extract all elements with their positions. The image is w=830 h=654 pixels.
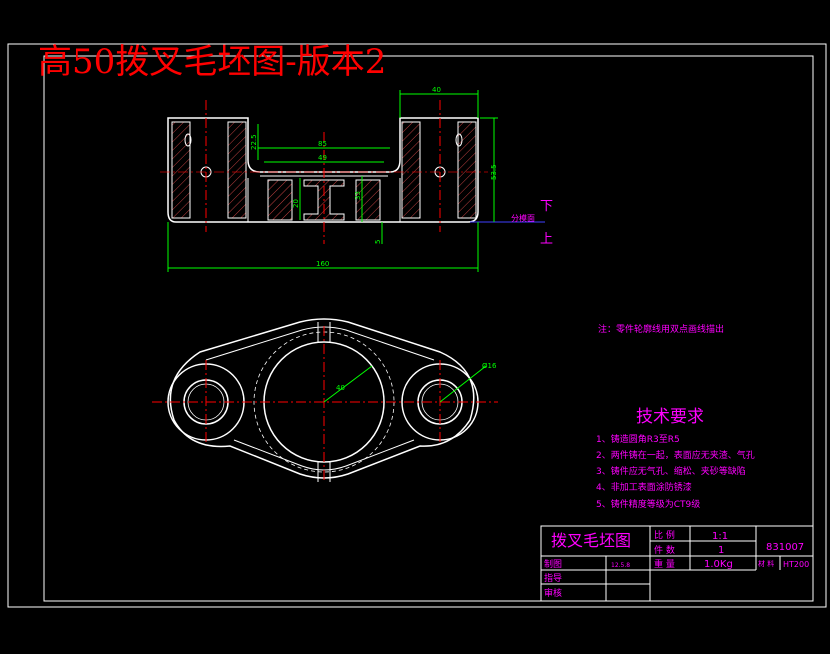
tb-qty-label: 件 数 xyxy=(654,544,675,556)
dim-radius-right: Ø16 xyxy=(482,362,497,370)
tb-guide-label: 指导 xyxy=(544,572,562,584)
dim-left-small: 22.5 xyxy=(250,134,258,150)
tech-item-2: 2、两件铸在一起，表面应无夹渣、气孔 xyxy=(596,449,755,461)
dim-overall-length: 160 xyxy=(316,260,329,268)
dim-bottom-small: 5 xyxy=(374,240,382,244)
tb-qty-value: 1 xyxy=(718,545,724,556)
tb-weight-value: 1.0Kg xyxy=(704,559,733,570)
top-dimensions: 40 Ø16 xyxy=(323,362,497,403)
dim-overall-top: 85 xyxy=(318,140,327,148)
label-up: 上 xyxy=(540,232,553,247)
tech-item-5: 5、铸件精度等级为CT9级 xyxy=(596,498,700,510)
drawing-title: 高50拨叉毛坯图-版本2 xyxy=(38,42,386,82)
tb-scale-label: 比 例 xyxy=(654,529,675,541)
dim-web-height: 33 xyxy=(354,191,362,200)
tb-part-name: 拨叉毛坯图 xyxy=(551,531,631,550)
tech-item-3: 3、铸件应无气孔、缩松、夹砂等缺陷 xyxy=(596,465,746,477)
tb-weight-label: 重 量 xyxy=(654,558,675,570)
dim-inner-width: 49 xyxy=(318,154,327,162)
tb-review-label: 审核 xyxy=(544,587,562,599)
tb-scale-value: 1:1 xyxy=(712,531,728,542)
tech-item-1: 1、铸造圆角R3至R5 xyxy=(596,433,680,445)
tb-material-value: HT200 xyxy=(783,560,809,569)
dim-height-total: 53.5 xyxy=(490,164,498,180)
dim-top-right: 40 xyxy=(432,86,441,94)
dim-radius-center: 40 xyxy=(336,384,345,392)
dim-web-thickness: 20 xyxy=(292,199,300,208)
title-block xyxy=(540,525,814,602)
tb-draw-label: 制图 xyxy=(544,558,562,570)
tb-drawing-no: 831007 xyxy=(766,542,804,553)
front-view xyxy=(160,100,545,244)
tech-item-4: 4、非加工表面涂防锈漆 xyxy=(596,481,692,493)
top-view xyxy=(152,318,498,482)
label-down: 下 xyxy=(540,199,553,214)
note-text: 注：零件轮廓线用双点画线描出 xyxy=(598,323,724,335)
tb-draw-date: 12.5.8 xyxy=(611,562,630,569)
inner-frame xyxy=(43,55,814,602)
tb-material-label: 材 料 xyxy=(758,559,774,568)
label-parting: 分模面 xyxy=(511,213,535,223)
tech-heading: 技术要求 xyxy=(636,407,704,427)
outer-frame xyxy=(7,43,827,608)
front-dimensions: 40 85 49 53.5 33 5 160 22.5 20 xyxy=(167,86,498,272)
